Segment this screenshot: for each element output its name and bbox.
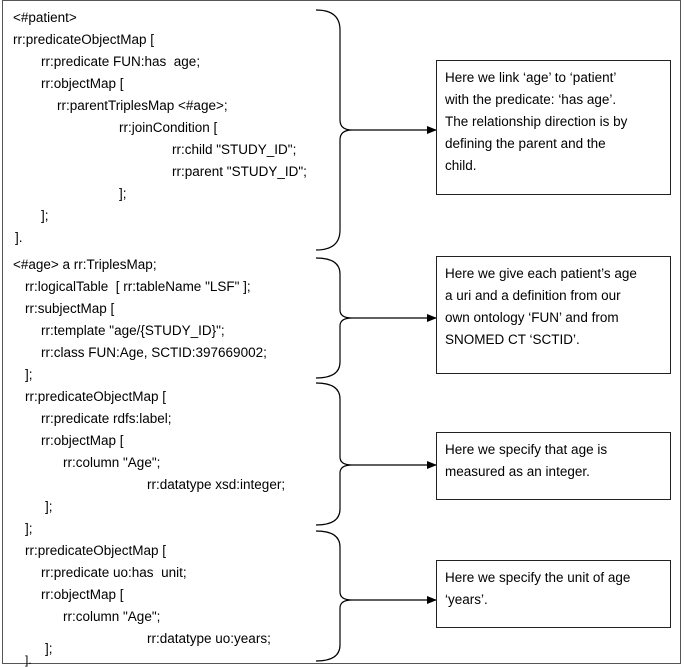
code-line: ]; bbox=[45, 641, 53, 656]
brace-2 bbox=[315, 257, 353, 379]
code-line: rr:column "Age"; bbox=[63, 455, 161, 470]
note-box-2: Here we give each patient’s age a uri an… bbox=[436, 256, 671, 374]
brace-4 bbox=[315, 530, 353, 662]
note-box-4: Here we specify the unit of age ‘years’. bbox=[436, 560, 671, 628]
code-line: rr:datatype uo:years; bbox=[147, 631, 271, 646]
code-line: rr:predicate rdfs:label; bbox=[41, 411, 172, 426]
code-line: rr:objectMap [ bbox=[41, 433, 124, 448]
code-line: rr:parent "STUDY_ID"; bbox=[172, 164, 307, 179]
code-line: rr:joinCondition [ bbox=[119, 120, 218, 135]
code-line: ]; bbox=[25, 367, 33, 382]
code-line: rr:predicateObjectMap [ bbox=[25, 543, 167, 558]
code-line: rr:subjectMap [ bbox=[25, 301, 115, 316]
code-line: rr:predicateObjectMap [ bbox=[13, 32, 155, 47]
code-line: ]; bbox=[45, 499, 53, 514]
code-line: rr:datatype xsd:integer; bbox=[147, 477, 286, 492]
code-line: rr:child "STUDY_ID"; bbox=[172, 142, 297, 157]
code-line: rr:predicate uo:has unit; bbox=[41, 565, 187, 580]
brace-1 bbox=[315, 9, 353, 251]
brace-3 bbox=[315, 382, 353, 526]
code-line: ]; bbox=[119, 186, 127, 201]
code-line: rr:predicateObjectMap [ bbox=[25, 389, 167, 404]
code-line: rr:parentTriplesMap <#age>; bbox=[57, 98, 228, 113]
code-line: rr:logicalTable [ rr:tableName "LSF" ]; bbox=[25, 279, 251, 294]
note-box-1: Here we link ‘age’ to ‘patient’ with the… bbox=[436, 60, 671, 195]
code-line: rr:class FUN:Age, SCTID:397669002; bbox=[41, 345, 267, 360]
note-box-3: Here we specify that age is measured as … bbox=[436, 432, 671, 500]
code-line: <#age> a rr:TriplesMap; bbox=[13, 257, 157, 272]
code-line: rr:template "age/{STUDY_ID}"; bbox=[41, 323, 225, 338]
code-line: rr:column "Age"; bbox=[63, 609, 161, 624]
code-line: rr:objectMap [ bbox=[41, 587, 124, 602]
code-line: ]; bbox=[25, 521, 33, 536]
code-line: rr:objectMap [ bbox=[41, 76, 124, 91]
code-line: rr:predicate FUN:has age; bbox=[41, 54, 201, 69]
code-line: ]. bbox=[15, 230, 23, 245]
code-line: ]. bbox=[25, 653, 32, 667]
code-line: <#patient> bbox=[13, 10, 77, 25]
code-line: ]; bbox=[41, 208, 49, 223]
